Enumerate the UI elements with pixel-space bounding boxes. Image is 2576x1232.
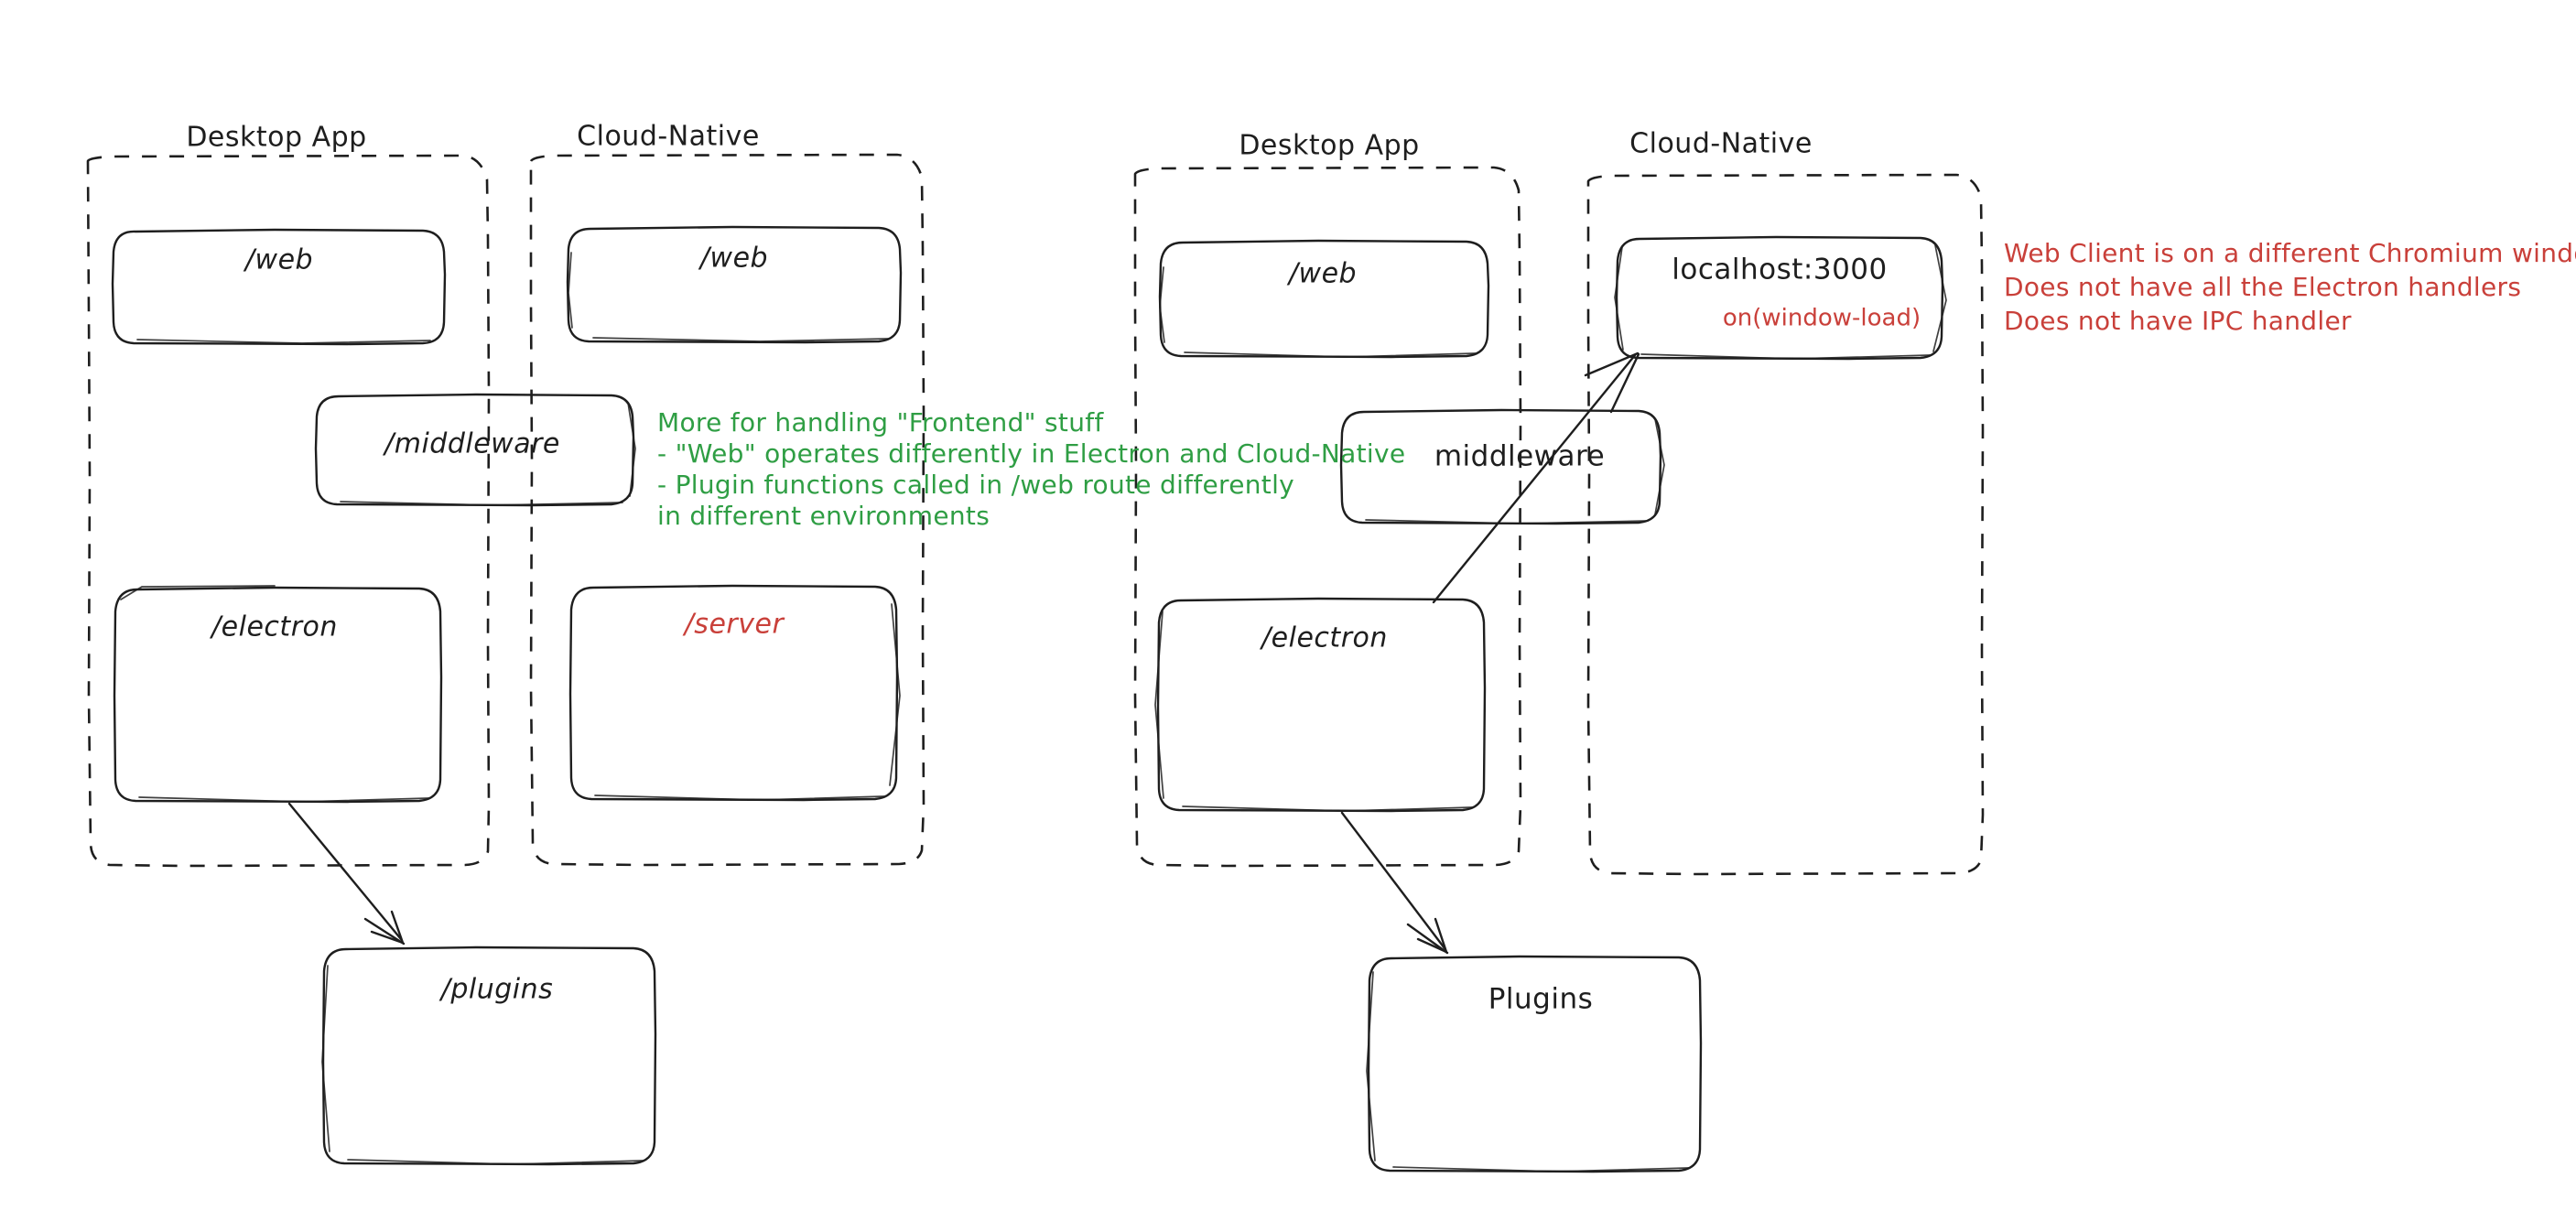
container-left-cloud-native bbox=[529, 153, 925, 867]
container-right-cloud-native-label: Cloud-Native bbox=[1629, 128, 1813, 160]
node-left-desktop-web-label: /web bbox=[243, 244, 313, 276]
node-left-electron-label: /electron bbox=[209, 611, 338, 643]
node-left-plugins[interactable] bbox=[321, 946, 657, 1166]
node-left-middleware[interactable] bbox=[314, 393, 636, 507]
node-left-cloud-web-label: /web bbox=[698, 243, 768, 275]
annotation-green-line-2: - Plugin functions called in /web route … bbox=[657, 470, 1294, 500]
node-right-localhost[interactable] bbox=[1614, 235, 1947, 361]
annotation-red-line-0: Web Client is on a different Chromium wi… bbox=[2004, 238, 2576, 268]
edge-left-electron-to-plugins bbox=[287, 802, 406, 946]
node-left-server-label: /server bbox=[682, 609, 785, 641]
node-left-cloud-web[interactable] bbox=[566, 225, 903, 344]
container-right-desktop-app bbox=[1133, 166, 1522, 868]
node-left-electron[interactable] bbox=[113, 585, 443, 804]
annotation-green-line-3: in different environments bbox=[657, 501, 990, 531]
node-left-middleware-label: /middleware bbox=[382, 428, 560, 460]
container-right-desktop-app-label: Desktop App bbox=[1239, 130, 1419, 162]
node-left-desktop-web[interactable] bbox=[111, 228, 447, 346]
node-right-desktop-web[interactable] bbox=[1158, 239, 1490, 359]
node-right-electron[interactable] bbox=[1154, 597, 1487, 813]
node-right-middleware-label: middleware bbox=[1434, 440, 1605, 473]
annotation-red-line-1: Does not have all the Electron handlers bbox=[2004, 272, 2521, 302]
node-right-desktop-web-label: /web bbox=[1286, 258, 1357, 290]
node-right-plugins[interactable] bbox=[1366, 955, 1703, 1173]
container-left-desktop-app-label: Desktop App bbox=[186, 122, 366, 154]
annotation-red-line-2: Does not have IPC handler bbox=[2004, 306, 2352, 336]
node-right-plugins-label: Plugins bbox=[1488, 983, 1594, 1016]
annotation-red-note: Web Client is on a different Chromium wi… bbox=[2004, 238, 2576, 336]
node-right-middleware[interactable] bbox=[1339, 408, 1665, 525]
container-left-desktop-app bbox=[86, 154, 491, 868]
node-left-plugins-label: /plugins bbox=[438, 974, 554, 1006]
edge-right-electron-to-plugins bbox=[1340, 811, 1449, 955]
container-left-cloud-native-label: Cloud-Native bbox=[577, 121, 760, 153]
container-right-cloud-native bbox=[1586, 173, 1985, 876]
node-right-localhost-sublabel: on(window-load) bbox=[1723, 305, 1921, 332]
annotation-green-note: More for handling "Frontend" stuff - "We… bbox=[657, 407, 1405, 531]
node-right-localhost-label: localhost:3000 bbox=[1672, 254, 1888, 286]
node-left-server[interactable] bbox=[568, 584, 901, 802]
annotation-green-line-0: More for handling "Frontend" stuff bbox=[657, 407, 1104, 438]
node-right-electron-label: /electron bbox=[1259, 622, 1388, 654]
edge-right-electron-to-localhost bbox=[1432, 351, 1640, 604]
annotation-green-line-1: - "Web" operates differently in Electron… bbox=[657, 438, 1405, 469]
